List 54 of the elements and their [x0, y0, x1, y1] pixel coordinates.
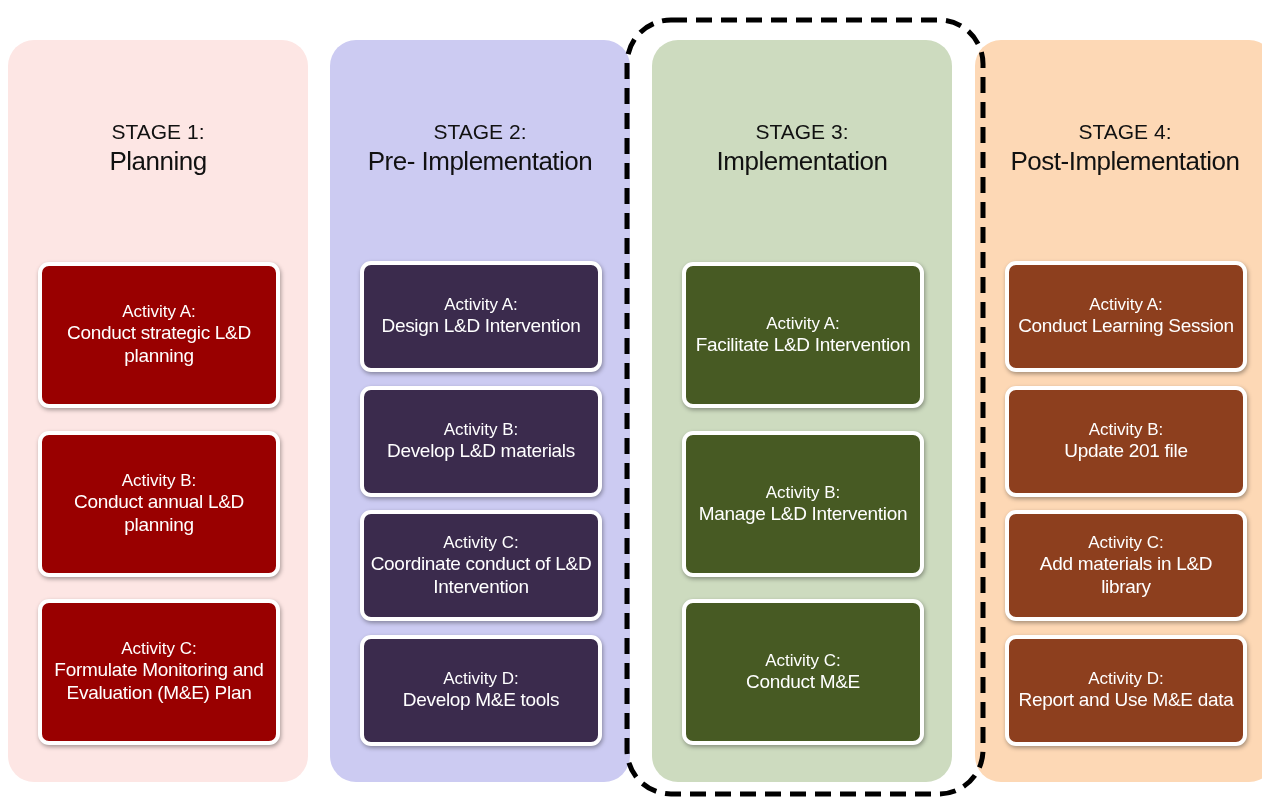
activity-box — [1005, 510, 1247, 621]
activity-label: Activity C: — [443, 532, 519, 553]
activity-label: Activity B: — [443, 420, 519, 441]
activity-description: Conduct M&E — [745, 670, 861, 694]
stage-column — [330, 40, 630, 782]
activity-box — [1005, 635, 1247, 746]
stage-number: STAGE 1: — [111, 120, 205, 144]
activity-description: Report and Use M&E data — [1017, 689, 1235, 712]
activity-label: Activity A: — [766, 313, 840, 334]
stage-number: STAGE 4: — [1078, 120, 1172, 144]
activity-description: Manage L&D Intervention — [697, 502, 909, 526]
activity-description: Develop M&E tools — [401, 689, 561, 712]
activity-label: Activity A: — [1089, 295, 1163, 316]
stage-title: Planning — [109, 146, 207, 177]
activity-description: Conduct annual L&D planning — [73, 491, 245, 537]
activity-label: Activity B: — [765, 482, 841, 503]
activity-box — [1005, 386, 1247, 497]
activity-description: Facilitate L&D Intervention — [694, 333, 912, 357]
activity-label: Activity B: — [121, 471, 197, 492]
activity-label: Activity A: — [444, 295, 518, 316]
activity-description: Add materials in L&D library — [1038, 552, 1214, 599]
activity-box — [360, 261, 602, 372]
activity-box — [1005, 261, 1247, 372]
activity-box — [682, 599, 924, 745]
activity-label: Activity D: — [1088, 669, 1164, 690]
activity-label: Activity C: — [1088, 532, 1164, 553]
activity-description: Conduct Learning Session — [1017, 315, 1235, 338]
activity-description: Design L&D Intervention — [380, 315, 582, 338]
activity-description: Conduct strategic L&D planning — [66, 322, 252, 368]
activity-box — [682, 262, 924, 408]
activity-description: Formulate Monitoring and Evaluation (M&E) Plan — [53, 659, 265, 705]
activity-label: Activity C: — [765, 650, 841, 671]
activity-box — [360, 386, 602, 497]
activity-description: Develop L&D materials — [386, 440, 576, 463]
activity-box — [38, 262, 280, 408]
activity-box — [360, 510, 602, 621]
stage-column — [8, 40, 308, 782]
activity-label: Activity D: — [443, 669, 519, 690]
activity-description: Update 201 file — [1063, 440, 1189, 463]
stage-title: Pre- Implementation — [367, 146, 593, 177]
stage-column — [975, 40, 1262, 782]
stage-title: Implementation — [716, 146, 888, 177]
activity-label: Activity A: — [122, 302, 196, 323]
activity-box — [682, 431, 924, 577]
activity-box — [38, 431, 280, 577]
activity-label: Activity C: — [121, 639, 197, 660]
stage-column — [652, 40, 952, 782]
stage-title: Post-Implementation — [1010, 146, 1240, 177]
activity-description: Coordinate conduct of L&D Intervention — [369, 552, 593, 599]
stage-number: STAGE 3: — [755, 120, 849, 144]
activity-box — [38, 599, 280, 745]
stage-number: STAGE 2: — [433, 120, 527, 144]
activity-box — [360, 635, 602, 746]
activity-label: Activity B: — [1088, 420, 1164, 441]
